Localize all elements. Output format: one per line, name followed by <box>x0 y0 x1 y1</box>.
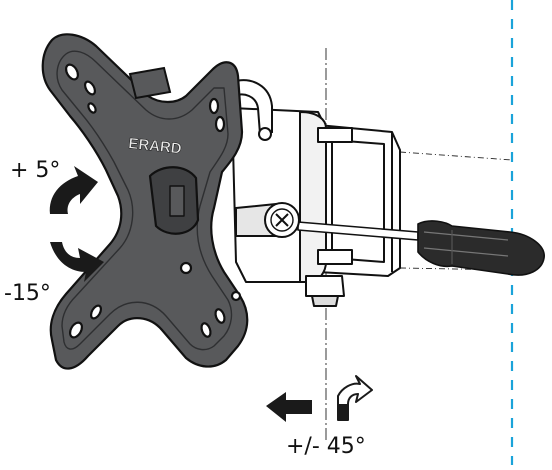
tilt-down-angle-label: -15° <box>4 281 51 306</box>
tilt-hinge <box>230 79 273 141</box>
swivel-arm <box>231 107 353 307</box>
screwdriver-icon <box>297 220 545 276</box>
brand-logo: ERARD <box>128 135 183 157</box>
projection-line-top <box>399 151 513 161</box>
swivel-left-arrow-icon <box>266 392 312 422</box>
tilt-knob <box>235 202 300 238</box>
swivel-angle-label: +/- 45° <box>286 434 366 459</box>
vesa-plate <box>41 33 249 370</box>
plate-clip <box>128 66 172 100</box>
swivel-right-arrow-shade <box>338 404 348 420</box>
tilt-up-angle-label: + 5° <box>10 158 61 183</box>
tilt-up-arrow-icon <box>49 166 98 214</box>
tilt-down-arrow-icon <box>50 242 104 282</box>
wall-bracket <box>317 124 401 277</box>
